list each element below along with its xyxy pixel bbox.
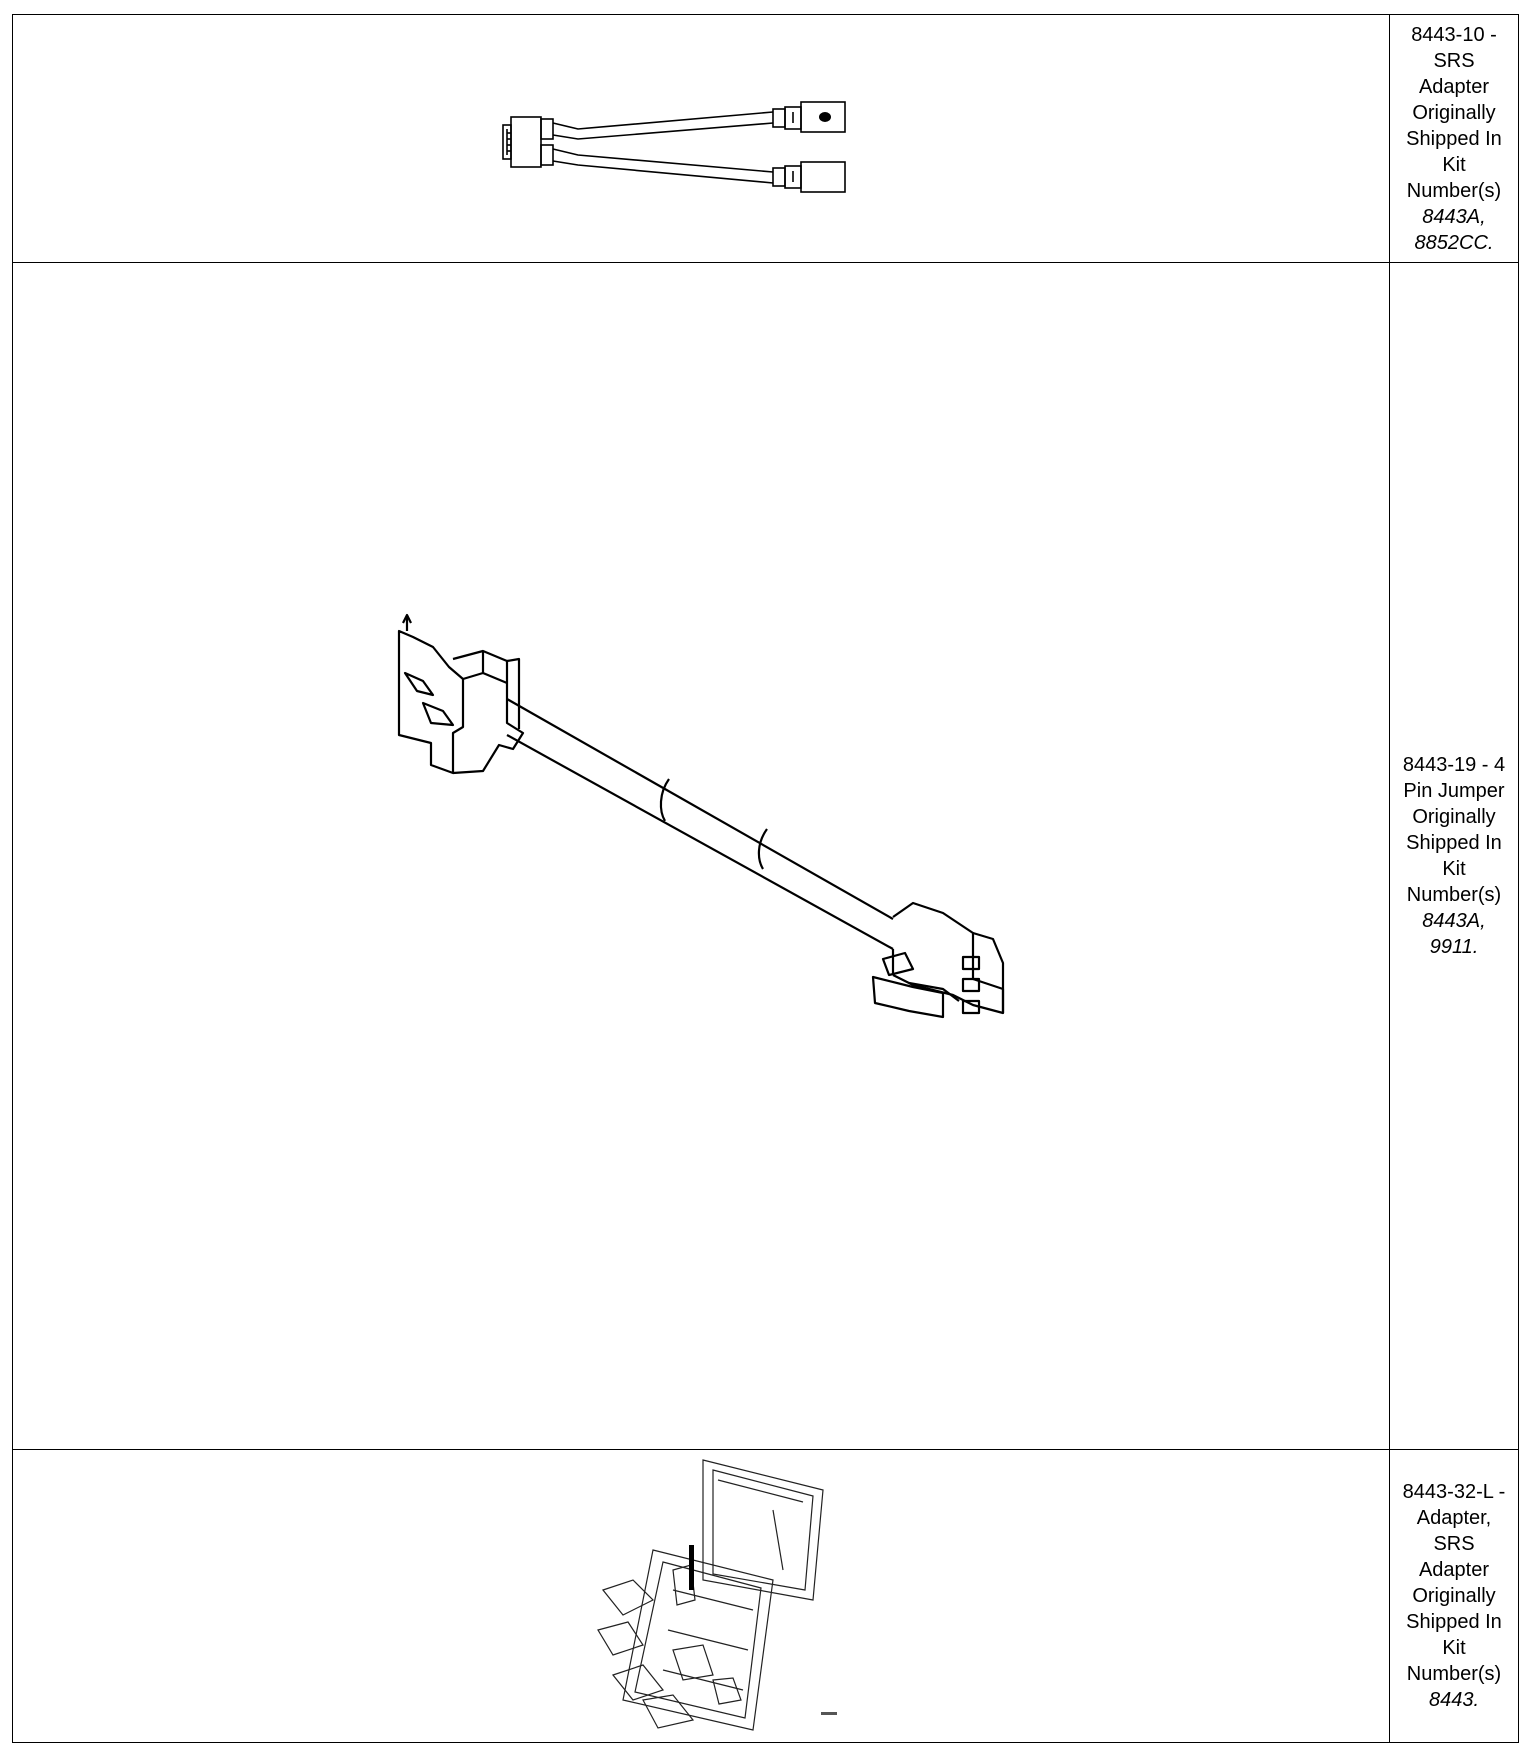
kit-number: 8443. (1428, 1689, 1480, 1711)
desc-line: Kit (1442, 1637, 1466, 1659)
srs-adapter-kit-case-icon (597, 1459, 837, 1731)
desc-line: Kit (1442, 153, 1466, 176)
desc-line: Pin Jumper (1403, 780, 1505, 802)
kit-number: 9911. (1429, 936, 1479, 958)
desc-line: Originally (1412, 806, 1496, 828)
srs-adapter-cable-icon (502, 101, 846, 193)
desc-line: Kit (1442, 858, 1466, 880)
tool-image-cell (12, 262, 1390, 1450)
desc-line: Originally (1412, 1585, 1496, 1607)
desc-line: 8443-10 - (1411, 23, 1497, 46)
tool-description: 8443-32-L - Adapter, SRS Adapter Origina… (1389, 1449, 1519, 1743)
kit-number: 8852CC. (1414, 231, 1494, 254)
desc-line: SRS (1433, 49, 1475, 72)
tool-row-8443-10: 8443-10 - SRS Adapter Originally Shipped… (12, 14, 1519, 263)
desc-line: Shipped In (1406, 1611, 1502, 1633)
tool-table: 8443-10 - SRS Adapter Originally Shipped… (12, 14, 1519, 1743)
desc-line: Number(s) (1406, 179, 1502, 202)
desc-line: 8443-19 - 4 (1402, 754, 1506, 776)
desc-line: Shipped In (1406, 832, 1502, 854)
desc-line: Shipped In (1406, 127, 1502, 150)
desc-line: Adapter (1418, 75, 1490, 98)
tool-image-cell (12, 14, 1390, 263)
desc-line: SRS (1433, 1533, 1475, 1555)
kit-number: 8443A, (1422, 910, 1486, 932)
kit-number: 8443A, (1422, 205, 1486, 228)
desc-line: 8443-32-L - (1402, 1481, 1506, 1503)
desc-line: Number(s) (1406, 884, 1502, 906)
desc-line: Adapter, (1416, 1507, 1492, 1529)
tool-description: 8443-19 - 4 Pin Jumper Originally Shippe… (1389, 262, 1519, 1450)
desc-line: Number(s) (1406, 1663, 1502, 1685)
tool-description: 8443-10 - SRS Adapter Originally Shipped… (1389, 14, 1519, 263)
desc-line: Adapter (1418, 1559, 1490, 1581)
tool-row-8443-19: 8443-19 - 4 Pin Jumper Originally Shippe… (12, 262, 1519, 1450)
tool-image-cell (12, 1449, 1390, 1743)
desc-line: Originally (1412, 101, 1496, 124)
4-pin-jumper-icon (397, 613, 1005, 1019)
tool-row-8443-32-l: 8443-32-L - Adapter, SRS Adapter Origina… (12, 1449, 1519, 1743)
